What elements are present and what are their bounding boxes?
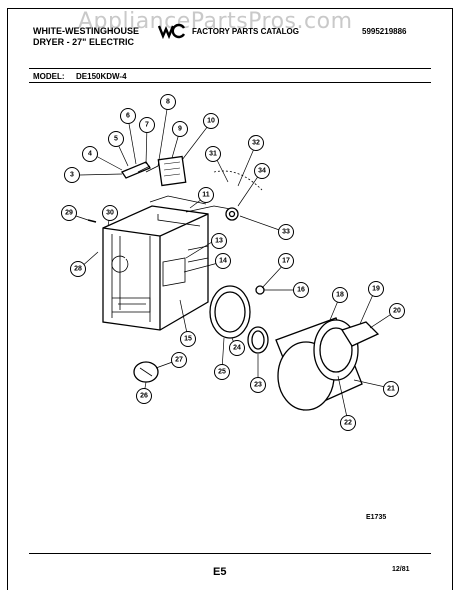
callout-28: 28 (70, 261, 86, 277)
callout-label-30: 30 (106, 210, 114, 217)
callout-23: 23 (250, 377, 266, 393)
page-border-top (7, 8, 453, 9)
callout-label-17: 17 (282, 258, 290, 265)
callout-31: 31 (205, 146, 221, 162)
callout-label-34: 34 (258, 168, 266, 175)
callout-label-31: 31 (209, 151, 217, 158)
callout-label-9: 9 (178, 126, 182, 133)
page-border-left (7, 8, 8, 590)
callout-13: 13 (211, 233, 227, 249)
callout-8: 8 (160, 94, 176, 110)
callout-6: 6 (120, 108, 136, 124)
catalog-title: FACTORY PARTS CATALOG (192, 27, 299, 36)
callout-34: 34 (254, 163, 270, 179)
callout-label-7: 7 (145, 122, 149, 129)
callout-label-15: 15 (184, 336, 192, 343)
callout-label-28: 28 (74, 266, 82, 273)
model-label: MODEL: (33, 72, 65, 81)
page-border-right (452, 8, 453, 590)
callout-label-33: 33 (282, 229, 290, 236)
callout-22: 22 (340, 415, 356, 431)
callout-label-19: 19 (372, 286, 380, 293)
callout-label-24: 24 (233, 345, 241, 352)
page-number: E5 (213, 566, 227, 578)
callout-7: 7 (139, 117, 155, 133)
catalog-part-number: 5995219886 (362, 27, 407, 36)
model-number: DE150KDW-4 (76, 72, 127, 81)
callout-label-26: 26 (140, 393, 148, 400)
callout-5: 5 (108, 131, 124, 147)
callout-24: 24 (229, 340, 245, 356)
callout-32: 32 (248, 135, 264, 151)
callout-label-3: 3 (70, 172, 74, 179)
callout-11: 11 (198, 187, 214, 203)
callout-4: 4 (82, 146, 98, 162)
callout-27: 27 (171, 352, 187, 368)
revision-date: 12/81 (392, 566, 410, 573)
callout-label-13: 13 (215, 238, 223, 245)
product-line: DRYER - 27" ELECTRIC (33, 37, 134, 47)
callout-26: 26 (136, 388, 152, 404)
callout-25: 25 (214, 364, 230, 380)
callout-label-5: 5 (114, 136, 118, 143)
callout-20: 20 (389, 303, 405, 319)
wci-logo-icon (158, 23, 186, 39)
callout-9: 9 (172, 121, 188, 137)
callout-label-8: 8 (166, 99, 170, 106)
callout-15: 15 (180, 331, 196, 347)
callout-label-16: 16 (297, 287, 305, 294)
callout-16: 16 (293, 282, 309, 298)
callout-10: 10 (203, 113, 219, 129)
callout-label-25: 25 (218, 369, 226, 376)
callout-3: 3 (64, 167, 80, 183)
callout-label-10: 10 (207, 118, 215, 125)
callout-19: 19 (368, 281, 384, 297)
callout-label-32: 32 (252, 140, 260, 147)
callout-label-18: 18 (336, 292, 344, 299)
callout-bubbles: 3 4 5 6 7 8 9 10 11 13 14 15 16 17 18 19… (61, 94, 405, 431)
callout-label-6: 6 (126, 113, 130, 120)
callout-label-21: 21 (387, 386, 395, 393)
callout-label-20: 20 (393, 308, 401, 315)
cabinet-drawing (87, 155, 380, 411)
callout-21: 21 (383, 381, 399, 397)
callout-18: 18 (332, 287, 348, 303)
brand-name: WHITE-WESTINGHOUSE (33, 26, 139, 36)
callout-label-27: 27 (175, 357, 183, 364)
header-rule (29, 68, 431, 69)
callout-label-11: 11 (202, 192, 210, 199)
watermark: AppliancePartsPros.com (78, 9, 353, 34)
callout-30: 30 (102, 205, 118, 221)
callout-label-14: 14 (219, 258, 227, 265)
callout-label-23: 23 (254, 382, 262, 389)
callout-33: 33 (278, 224, 294, 240)
callout-label-4: 4 (88, 151, 92, 158)
figure-code: E1735 (366, 514, 387, 521)
callout-label-29: 29 (65, 210, 73, 217)
footer-rule (29, 553, 431, 554)
callout-label-22: 22 (344, 420, 352, 427)
callout-14: 14 (215, 253, 231, 269)
callout-17: 17 (278, 253, 294, 269)
model-rule (29, 82, 431, 83)
callout-29: 29 (61, 205, 77, 221)
